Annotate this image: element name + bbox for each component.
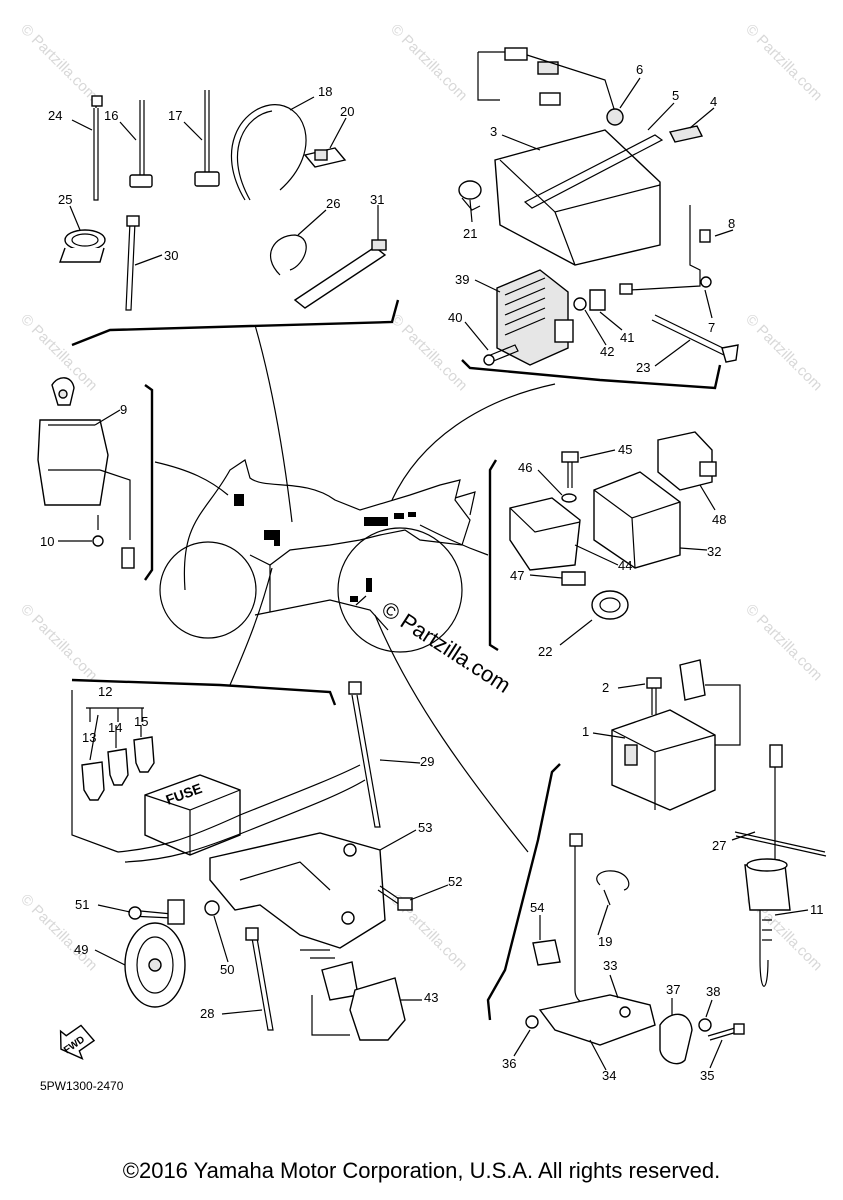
callout-label: 30 xyxy=(164,248,178,263)
callout-label: 49 xyxy=(74,942,88,957)
watermark-text: © Partzilla.com xyxy=(742,21,825,104)
callout-label: 24 xyxy=(48,108,62,123)
group-fuse-horn: FUSE FWD xyxy=(59,678,413,1060)
callout-label: 21 xyxy=(463,226,477,241)
copyright-footer: ©2016 Yamaha Motor Corporation, U.S.A. A… xyxy=(122,1158,721,1183)
motorcycle-outline xyxy=(154,324,556,853)
callout-label: 26 xyxy=(326,196,340,211)
callout-label: 16 xyxy=(104,108,118,123)
callout-label: 31 xyxy=(370,192,384,207)
callout-label: 47 xyxy=(510,568,524,583)
callout-label: 54 xyxy=(530,900,544,915)
callout-label: 36 xyxy=(502,1056,516,1071)
watermark-text: © Partzilla.com xyxy=(387,21,470,104)
callout-label: 32 xyxy=(707,544,721,559)
callout-label: 18 xyxy=(318,84,332,99)
callout-label: 53 xyxy=(418,820,432,835)
callout-label: 17 xyxy=(168,108,182,123)
callout-label: 43 xyxy=(424,990,438,1005)
callout-label: 41 xyxy=(620,330,634,345)
group-sensors xyxy=(486,659,827,1065)
callout-label: 14 xyxy=(108,720,122,735)
callout-label: 7 xyxy=(708,320,715,335)
callout-label: 39 xyxy=(455,272,469,287)
callout-label: 8 xyxy=(728,216,735,231)
callout-label: 27 xyxy=(712,838,726,853)
watermark-text: © Partzilla.com xyxy=(17,601,100,684)
group-cable-ties xyxy=(59,90,400,347)
group-relays xyxy=(488,431,717,652)
callout-labels: 24 16 17 18 20 25 30 26 31 6 5 4 3 21 8 … xyxy=(40,62,824,1083)
callout-label: 22 xyxy=(538,644,552,659)
callout-label: 15 xyxy=(134,714,148,729)
callout-leaders xyxy=(58,77,809,1071)
callout-label: 50 xyxy=(220,962,234,977)
callout-label: 37 xyxy=(666,982,680,997)
callout-label: 9 xyxy=(120,402,127,417)
callout-label: 52 xyxy=(448,874,462,889)
callout-label: 25 xyxy=(58,192,72,207)
callout-label: 23 xyxy=(636,360,650,375)
fwd-arrow-icon xyxy=(59,1024,96,1060)
callout-label: 38 xyxy=(706,984,720,999)
watermark-text: © Partzilla.com xyxy=(742,601,825,684)
callout-label: 4 xyxy=(710,94,717,109)
callout-label: 34 xyxy=(602,1068,616,1083)
callout-label: 3 xyxy=(490,124,497,139)
callout-label: 45 xyxy=(618,442,632,457)
callout-label: 44 xyxy=(618,558,632,573)
callout-label: 48 xyxy=(712,512,726,527)
callout-label: 29 xyxy=(420,754,434,769)
callout-label: 20 xyxy=(340,104,354,119)
callout-label: 11 xyxy=(810,902,824,917)
group-battery xyxy=(458,47,739,390)
callout-label: 5 xyxy=(672,88,679,103)
watermark-text: © Partzilla.com xyxy=(742,311,825,394)
callout-label: 46 xyxy=(518,460,532,475)
connector-cap-icon xyxy=(606,108,624,126)
watermark-text: © Partzilla.com xyxy=(17,21,100,104)
callout-label: 28 xyxy=(200,1006,214,1021)
callout-label: 35 xyxy=(700,1068,714,1083)
callout-label: 12 xyxy=(98,684,112,699)
callout-label: 42 xyxy=(600,344,614,359)
group-main-switch xyxy=(37,377,154,581)
callout-label: 6 xyxy=(636,62,643,77)
callout-label: 2 xyxy=(602,680,609,695)
callout-label: 1 xyxy=(582,724,589,739)
callout-label: 10 xyxy=(40,534,54,549)
callout-label: 19 xyxy=(598,934,612,949)
callout-label: 51 xyxy=(75,897,89,912)
diagram-code: 5PW1300-2470 xyxy=(40,1079,124,1093)
callout-label: 33 xyxy=(603,958,617,973)
callout-label: 13 xyxy=(82,730,96,745)
callout-label: 40 xyxy=(448,310,462,325)
